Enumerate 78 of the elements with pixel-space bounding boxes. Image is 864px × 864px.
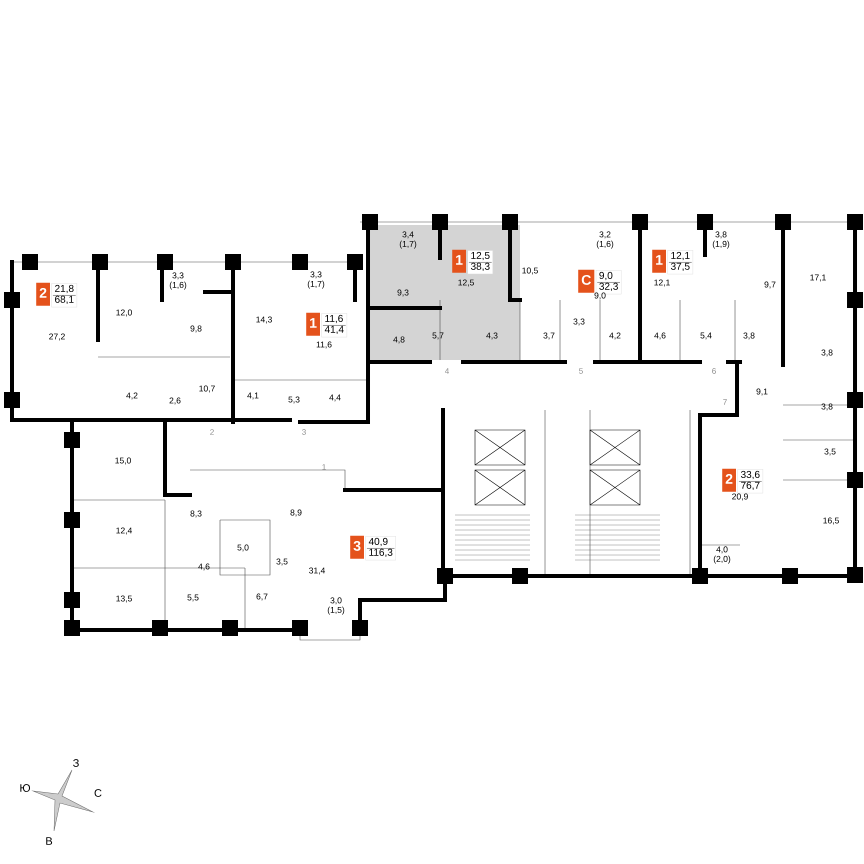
door-number: 4 [444,368,449,374]
node-label: 41,4 [324,326,344,334]
room-area-label: 5,4 [700,332,712,340]
room-area-label: 3,3 [573,318,585,326]
room-area-label: 3,5 [824,448,836,456]
room-area-label: 10,7 [199,386,215,392]
room-area-label: 4,0 (2,0) [714,546,730,564]
compass-letter: С [94,789,102,797]
room-area-label: 3,3 (1,6) [170,272,186,290]
room-area-label: 4,1 [247,392,258,400]
room-area-label: 17,1 [810,274,826,282]
room-area-label: 9,1 [756,388,768,396]
door-number: 7 [723,399,727,405]
room-area-label: 4,6 [654,332,666,340]
room-area-label: 8,9 [290,510,302,516]
room-area-label: 4,4 [329,394,341,402]
node-label: 12,1 [671,252,690,260]
room-area-label: 9,0 [594,292,606,300]
node-label: 116,3 [369,548,392,558]
room-area-label: 12,0 [116,310,132,316]
apartment-badge: 1 12,5 38,3 [452,250,494,274]
room-area-label: 3,8 (1,9) [712,231,730,249]
room-area-label: 13,5 [116,596,132,603]
room-area-label: 14,3 [256,316,272,324]
room-area-label: 9,8 [190,326,202,332]
room-area-label: 12,4 [116,528,132,534]
node-label: 33,6 [740,470,760,480]
room-area-label: 3,2 (1,6) [596,231,614,249]
room-area-label: 27,2 [49,334,65,340]
room-area-label: 3,5 [276,558,288,566]
room-area-label: 5,3 [288,396,300,404]
door-number: 2 [210,429,214,435]
room-area-label: 3,8 [743,332,755,340]
node-label: 40,9 [368,538,388,546]
door-number: 3 [302,429,306,435]
room-area-label: 12,5 [458,280,474,286]
room-area-label: 9,7 [764,282,776,288]
apartment-badge: 1 12,1 37,5 [652,250,694,274]
node-label: 21,8 [55,284,74,294]
room-area-label: 4,8 [393,336,405,344]
node-label: 11,6 [325,314,343,324]
door-number: 6 [712,368,716,374]
door-number: 5 [579,368,583,374]
room-area-label: 5,0 [237,544,249,552]
room-area-label: 3,0 (1,5) [328,597,344,615]
room-area-label: 5,5 [187,594,199,602]
node-label: 9,0 [599,272,612,280]
door-number: 1 [322,464,326,470]
room-area-label: 4,2 [126,392,138,400]
apartment-badge: 1 11,6 41,4 [306,312,348,338]
room-area-label: 4,6 [198,564,210,571]
compass-letter: В [46,837,52,845]
room-area-label: 2,6 [170,398,181,404]
room-area-label: 6,7 [256,594,268,601]
room-area-label: 31,4 [309,568,326,575]
room-area-label: 4,2 [609,332,620,340]
node-label: 1 [456,255,463,265]
room-area-label: 3,8 [821,404,833,410]
room-area-label: 15,0 [115,458,131,464]
node-label: 76,7 [741,482,760,490]
room-area-label: 3,8 [821,350,833,356]
compass-letter: З [73,759,79,767]
apartment-badge: 2 21,8 68,1 [36,282,78,308]
room-area-label: 9,3 [398,290,409,296]
room-area-label: 3,4 (1,7) [400,231,416,249]
room-area-label: 4,3 [486,332,498,340]
room-area-label: 10,5 [522,268,538,274]
compass-letter: Ю [20,784,30,792]
apartment-badge: 3 40,9 116,3 [350,536,396,560]
node-label: 68,1 [55,296,74,304]
room-area-label: 8,3 [190,510,202,518]
apartment-badge: 2 33,6 76,7 [722,468,764,494]
room-area-label: 5,7 [432,332,444,340]
room-area-label: 3,3 (1,7) [308,271,324,289]
room-area-label: 16,5 [823,518,839,524]
node-label: 37,5 [670,262,690,272]
node-label: 32,3 [599,282,618,292]
room-area-label: 3,7 [543,332,554,340]
